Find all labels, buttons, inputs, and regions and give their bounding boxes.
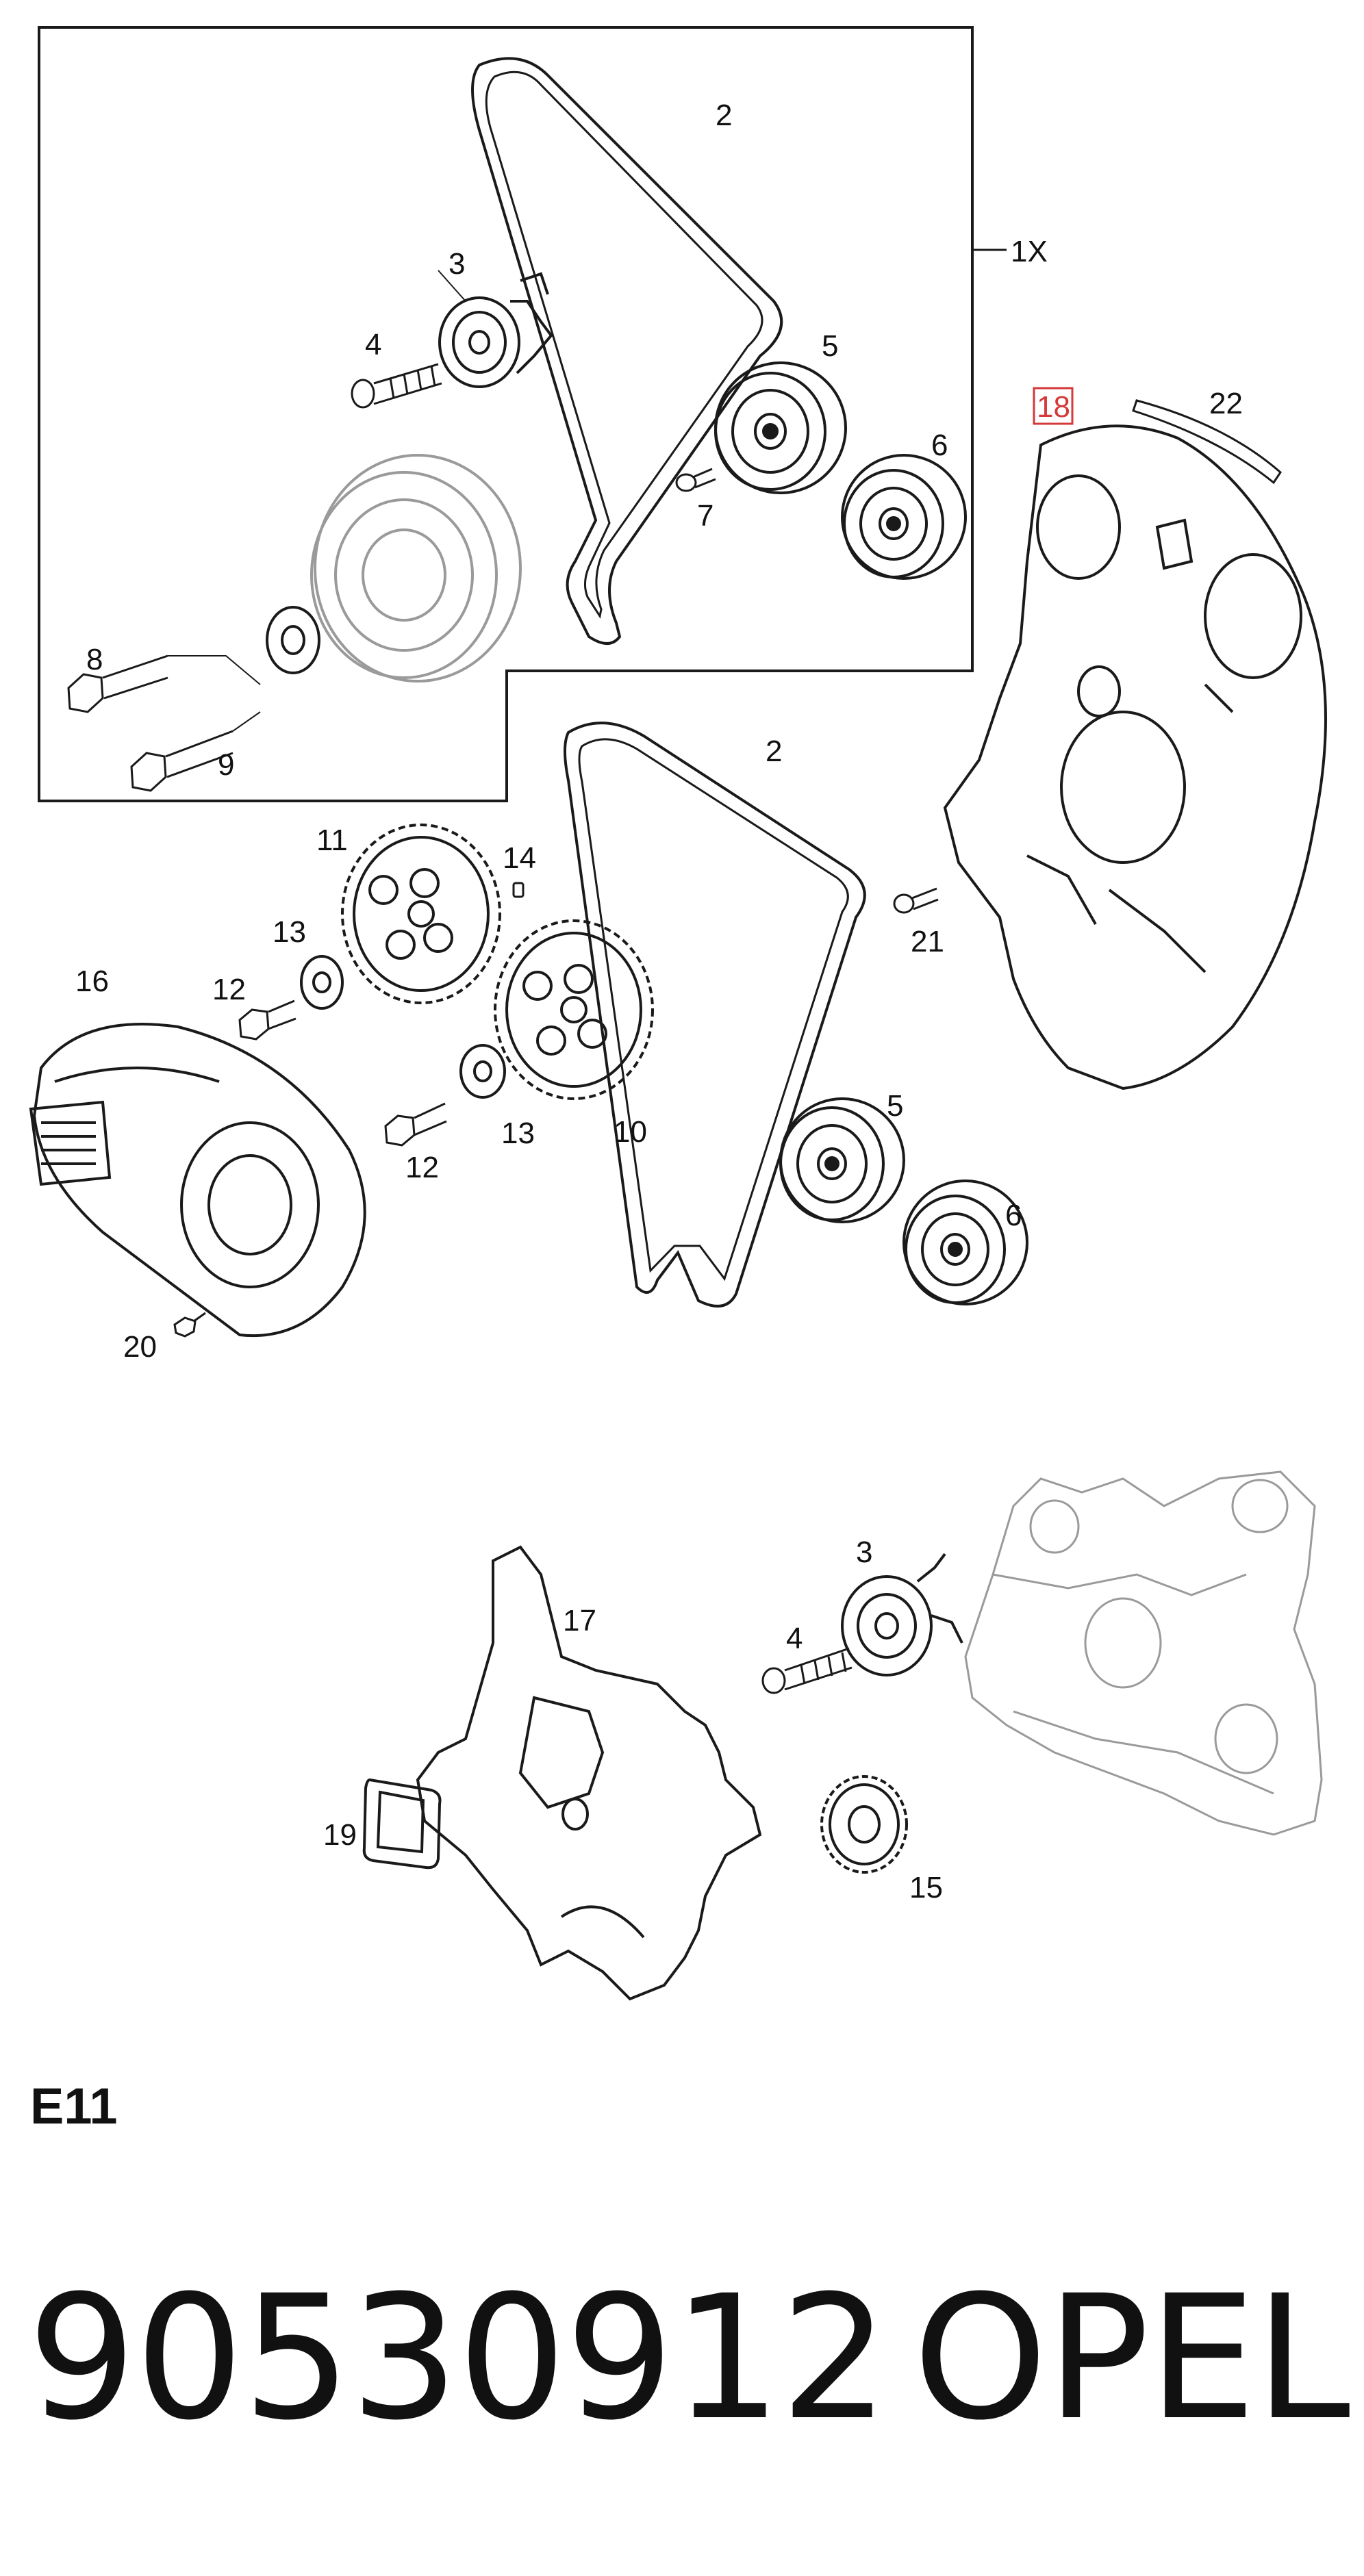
section-code: E11 (30, 2078, 118, 2134)
bolt-part-12-a (238, 999, 296, 1041)
callout-13-b: 13 (501, 1117, 535, 1150)
callout-1x: 1X (1011, 235, 1048, 268)
part-number: 90530912 (27, 2258, 889, 2458)
callout-19: 19 (323, 1818, 357, 1852)
callout-15: 15 (909, 1871, 943, 1904)
pin-part-14 (512, 882, 525, 898)
exploded-parts-diagram: 1X 2 3 4 5 6 7 8 9 11 14 13 12 16 13 10 … (29, 26, 1327, 2001)
bolt-part-8 (67, 654, 168, 713)
crank-washer (266, 606, 320, 674)
kit-boundary (38, 26, 974, 802)
idler-pulley-part-6-top (841, 454, 967, 580)
callout-9: 9 (218, 748, 234, 782)
footer: 90530912 OPEL (27, 2258, 1350, 2458)
idler-pulley-part-5-mid (779, 1097, 905, 1223)
callout-6-mid: 6 (1005, 1199, 1022, 1232)
callout-12-b: 12 (405, 1151, 439, 1184)
idler-pulley-part-6-mid (902, 1179, 1028, 1305)
callout-7: 7 (697, 499, 713, 533)
camshaft-sprocket-part-11 (341, 824, 501, 1004)
callout-17: 17 (563, 1604, 596, 1637)
callout-20: 20 (123, 1330, 157, 1364)
callout-22: 22 (1209, 387, 1243, 420)
crankshaft-pulley-faded (310, 454, 522, 683)
seal-strip-part-22 (1132, 399, 1282, 485)
callout-18-highlight-box (1033, 387, 1074, 425)
tensioner-part-3-bottom (841, 1553, 963, 1676)
rear-timing-cover-part-18 (943, 424, 1327, 1091)
callout-6-top: 6 (931, 429, 948, 462)
brand-name: OPEL (913, 2258, 1350, 2458)
timing-belt-part-2-mid (564, 722, 866, 1308)
bolt-part-21 (893, 887, 939, 914)
callout-13-a: 13 (273, 915, 306, 949)
oil-pump-faded (964, 1470, 1323, 1836)
washer-part-13-a (300, 955, 344, 1010)
camshaft-sprocket-part-10 (494, 919, 654, 1100)
callout-11: 11 (316, 824, 348, 857)
callout-8: 8 (86, 643, 103, 676)
crank-sprocket-part-15 (820, 1775, 908, 1874)
idler-pulley-part-5-top (714, 361, 847, 494)
leader-3-top (438, 270, 466, 302)
bolt-part-4-top (351, 363, 442, 409)
callout-18: 18 (1037, 390, 1070, 424)
callout-16: 16 (75, 965, 109, 998)
callout-5-mid: 5 (887, 1089, 903, 1123)
bolt-part-20 (173, 1312, 206, 1338)
timing-cover-part-16 (29, 1023, 366, 1338)
timing-cover-part-17 (416, 1545, 762, 2001)
callout-4-top: 4 (365, 328, 381, 361)
washer-part-13-b (459, 1044, 506, 1099)
callout-3-bottom: 3 (856, 1535, 872, 1569)
bolt-part-4-bottom (761, 1647, 852, 1694)
callout-21: 21 (911, 925, 944, 958)
callout-14: 14 (503, 841, 536, 875)
bolt-leaders (168, 655, 261, 732)
callout-3-top: 3 (449, 247, 465, 281)
bolt-part-7 (675, 468, 716, 492)
gasket-part-19 (362, 1778, 442, 1870)
callout-10: 10 (614, 1115, 647, 1149)
tensioner-part-3-top (438, 272, 553, 388)
timing-belt-part-2-top (471, 57, 783, 645)
bolt-part-12-b (384, 1102, 447, 1147)
callout-5-top: 5 (822, 329, 838, 363)
callout-12-a: 12 (212, 973, 246, 1006)
callout-4-bottom: 4 (786, 1622, 803, 1655)
bolt-part-9 (130, 730, 233, 792)
callout-2-top: 2 (716, 99, 732, 132)
callout-2-mid: 2 (766, 735, 782, 768)
